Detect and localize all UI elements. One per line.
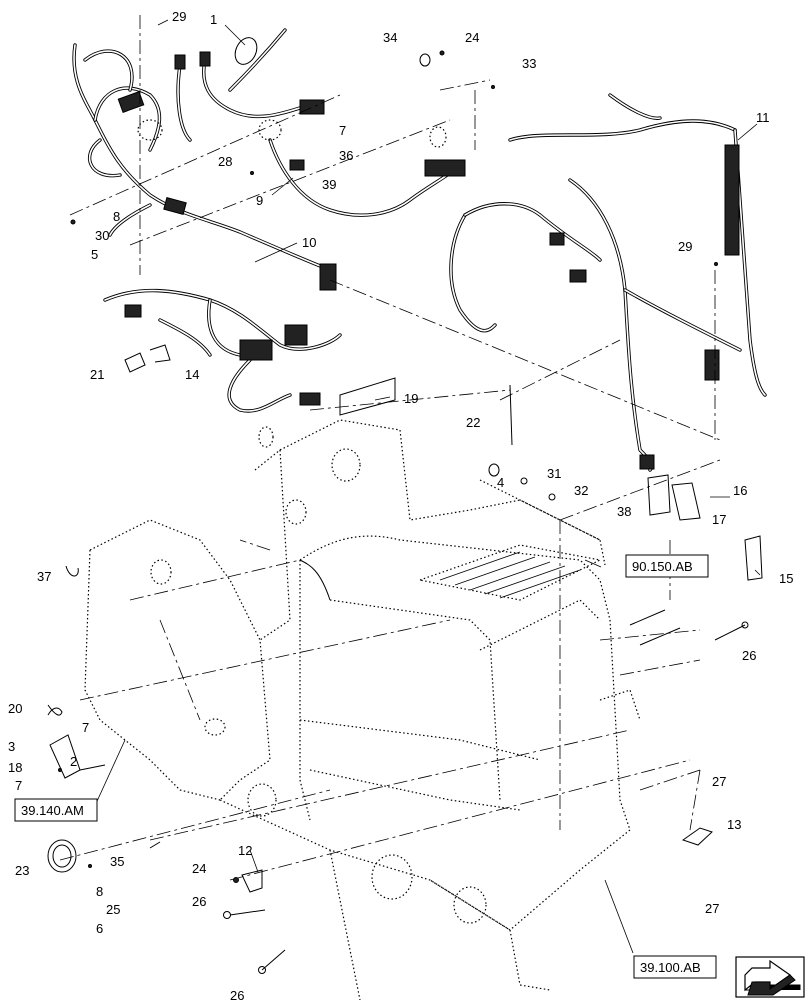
callout-labels: 1 2 3 4 5 6 7 7 7 8 8 9 10 11 12 13 14 1… <box>8 9 793 1000</box>
callout-25: 25 <box>106 902 120 917</box>
callout-7-mid: 7 <box>82 720 89 735</box>
callout-18: 18 <box>8 760 22 775</box>
callout-24-top: 24 <box>465 30 479 45</box>
callout-28: 28 <box>218 154 232 169</box>
callout-6: 6 <box>96 921 103 936</box>
callout-16: 16 <box>733 483 747 498</box>
hardware-parts <box>47 50 763 974</box>
callout-35: 35 <box>110 854 124 869</box>
callout-19: 19 <box>404 391 418 406</box>
callout-4: 4 <box>497 475 504 490</box>
callout-21: 21 <box>90 367 104 382</box>
callout-11: 11 <box>756 110 770 125</box>
callout-24-low: 24 <box>192 861 206 876</box>
callout-32: 32 <box>574 483 588 498</box>
reference-label-90-150-ab: 90.150.AB <box>632 559 693 574</box>
callout-8-top: 8 <box>113 209 120 224</box>
assembly-lines <box>59 15 721 881</box>
callout-39: 39 <box>322 177 336 192</box>
callout-5: 5 <box>91 247 98 262</box>
callout-9: 9 <box>256 193 263 208</box>
callout-leaders <box>92 19 761 954</box>
callout-15: 15 <box>779 571 793 586</box>
callout-30: 30 <box>95 228 109 243</box>
callout-29-top: 29 <box>172 9 186 24</box>
callout-8-low: 8 <box>96 884 103 899</box>
callout-10: 10 <box>302 235 316 250</box>
callout-22: 22 <box>466 415 480 430</box>
callout-33: 33 <box>522 56 536 71</box>
callout-31: 31 <box>547 466 561 481</box>
callout-26-low: 26 <box>230 988 244 1000</box>
main-harness-group <box>72 28 462 291</box>
chassis-frame <box>84 419 641 1000</box>
callout-34: 34 <box>383 30 397 45</box>
reference-box-39-100-ab <box>633 955 717 979</box>
callout-7-low: 7 <box>15 778 22 793</box>
callout-38: 38 <box>617 504 631 519</box>
callout-36: 36 <box>339 148 353 163</box>
callout-7-top: 7 <box>339 123 346 138</box>
callout-20: 20 <box>8 701 22 716</box>
bracket-parts <box>124 344 396 416</box>
callout-29-right: 29 <box>678 239 692 254</box>
reference-label-39-100-ab: 39.100.AB <box>640 960 701 975</box>
callout-14: 14 <box>185 367 199 382</box>
reference-box-39-140-am <box>14 798 98 822</box>
callout-26-right: 26 <box>742 648 756 663</box>
callout-13: 13 <box>727 817 741 832</box>
callout-12: 12 <box>238 843 252 858</box>
harness-39-group <box>419 53 466 177</box>
reference-label-39-140-am: 39.140.AM <box>21 803 84 818</box>
harness-10-group <box>103 288 342 448</box>
callout-1: 1 <box>210 12 217 27</box>
callout-37: 37 <box>37 569 51 584</box>
reference-box-90-150-ab <box>625 554 709 578</box>
callout-17: 17 <box>712 512 726 527</box>
view-direction-arrow-icon <box>735 956 805 998</box>
callout-23: 23 <box>15 863 29 878</box>
callout-3: 3 <box>8 739 15 754</box>
reference-boxes: 90.150.AB 39.140.AM 39.100.AB <box>14 554 717 979</box>
callout-27-low: 27 <box>705 901 719 916</box>
callout-26-mid: 26 <box>192 894 206 909</box>
callout-2: 2 <box>70 754 77 769</box>
harness-11-group <box>449 93 767 472</box>
callout-27-top: 27 <box>712 774 726 789</box>
